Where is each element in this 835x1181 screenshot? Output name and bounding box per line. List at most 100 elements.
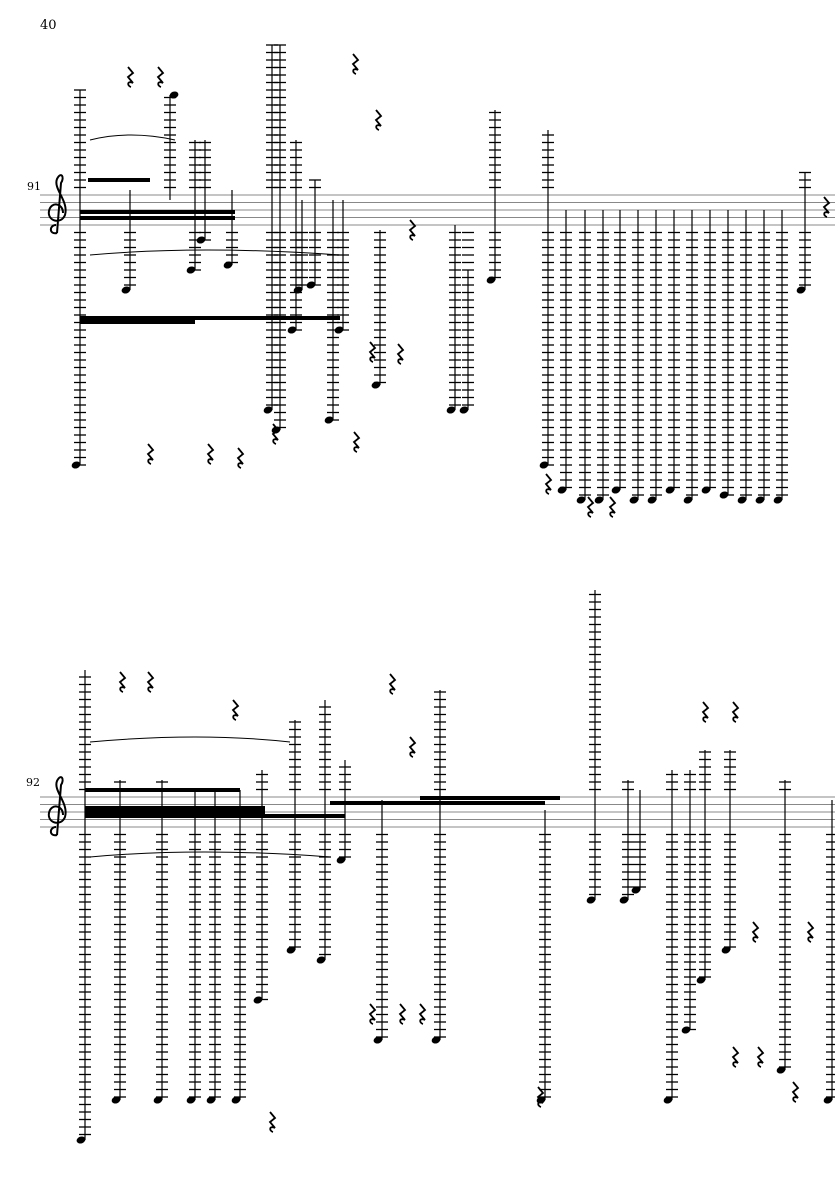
quarter-rest-icon (396, 343, 405, 365)
notehead (336, 856, 346, 864)
notehead (539, 461, 549, 469)
quarter-rest-icon (544, 473, 553, 495)
notehead (446, 406, 456, 414)
notehead (263, 406, 273, 414)
quarter-rest-icon (751, 921, 760, 943)
quarter-rest-icon (236, 447, 245, 469)
tie (89, 134, 176, 141)
quarter-rest-icon (408, 219, 417, 241)
measure-number: 92 (26, 776, 40, 789)
quarter-rest-icon (126, 66, 135, 88)
quarter-rest-icon (206, 443, 215, 465)
notehead (169, 91, 179, 99)
notehead (459, 406, 469, 414)
quarter-rest-icon (701, 701, 710, 723)
notehead (316, 956, 326, 964)
notehead (324, 416, 334, 424)
beam (330, 801, 545, 805)
quarter-rest-icon (388, 673, 397, 695)
notehead (619, 896, 629, 904)
beam (85, 814, 345, 818)
quarter-rest-icon (231, 699, 240, 721)
quarter-rest-icon (731, 701, 740, 723)
treble-clef-icon (47, 174, 67, 235)
notehead (683, 496, 693, 504)
quarter-rest-icon (351, 53, 360, 75)
tie (89, 736, 291, 743)
notehead (631, 886, 641, 894)
beam (80, 316, 340, 320)
notehead (286, 946, 296, 954)
notehead (665, 486, 675, 494)
notehead (823, 1096, 833, 1104)
notehead (755, 496, 765, 504)
quarter-rest-icon (418, 1003, 427, 1025)
notehead (576, 496, 586, 504)
beam (80, 320, 195, 324)
notehead (594, 496, 604, 504)
measure-number: 91 (27, 180, 41, 193)
notehead (287, 326, 297, 334)
treble-clef-icon (47, 776, 67, 837)
notehead (647, 496, 657, 504)
quarter-rest-icon (806, 921, 815, 943)
quarter-rest-icon (822, 196, 831, 218)
notehead (431, 1036, 441, 1044)
notehead (663, 1096, 673, 1104)
tie (89, 851, 331, 858)
notehead (373, 1036, 383, 1044)
beam (80, 216, 235, 220)
quarter-rest-icon (608, 496, 617, 518)
notehead (206, 1096, 216, 1104)
beam (88, 178, 150, 182)
beam (420, 796, 560, 800)
notehead (121, 286, 131, 294)
notehead (196, 236, 206, 244)
quarter-rest-icon (146, 671, 155, 693)
quarter-rest-icon (586, 496, 595, 518)
quarter-rest-icon (536, 1086, 545, 1108)
notehead (701, 486, 711, 494)
notehead (611, 486, 621, 494)
notehead (737, 496, 747, 504)
beam (85, 788, 240, 792)
notehead (111, 1096, 121, 1104)
quarter-rest-icon (352, 431, 361, 453)
notehead (681, 1026, 691, 1034)
beam (85, 810, 265, 814)
notehead (773, 496, 783, 504)
notehead (721, 946, 731, 954)
notehead (796, 286, 806, 294)
notehead (153, 1096, 163, 1104)
notehead (557, 486, 567, 494)
quarter-rest-icon (756, 1046, 765, 1068)
notehead (696, 976, 706, 984)
notehead (719, 491, 729, 499)
notehead (293, 286, 303, 294)
notehead (306, 281, 316, 289)
quarter-rest-icon (408, 736, 417, 758)
tie (89, 249, 341, 256)
quarter-rest-icon (368, 1003, 377, 1025)
notehead (223, 261, 233, 269)
quarter-rest-icon (268, 1111, 277, 1133)
notehead (271, 426, 281, 434)
notehead (371, 381, 381, 389)
notehead (334, 326, 344, 334)
beam (80, 210, 235, 214)
notehead (186, 266, 196, 274)
notehead (776, 1066, 786, 1074)
notehead (253, 996, 263, 1004)
notehead (231, 1096, 241, 1104)
notehead (486, 276, 496, 284)
notehead (586, 896, 596, 904)
notehead (71, 461, 81, 469)
quarter-rest-icon (271, 423, 280, 445)
quarter-rest-icon (146, 443, 155, 465)
quarter-rest-icon (398, 1003, 407, 1025)
quarter-rest-icon (368, 341, 377, 363)
beam (85, 806, 265, 810)
quarter-rest-icon (156, 66, 165, 88)
quarter-rest-icon (118, 671, 127, 693)
